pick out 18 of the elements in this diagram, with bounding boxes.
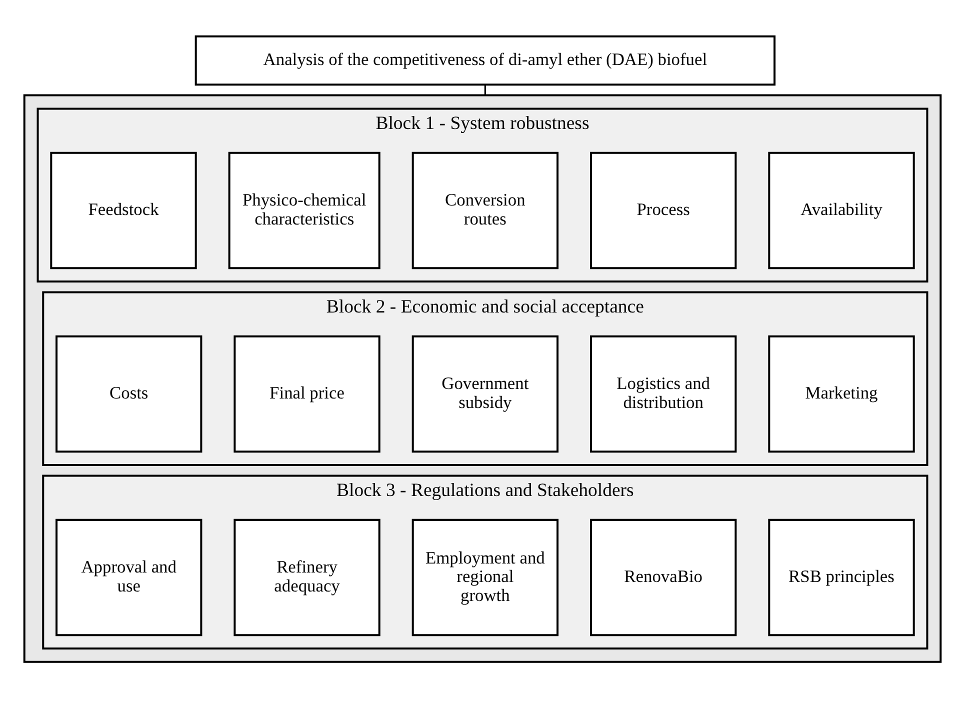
node-box: Logistics and distribution <box>590 335 737 453</box>
node-box: Approval and use <box>56 518 202 636</box>
node-box: Employment and regional growth <box>412 518 559 636</box>
node-box: Process <box>590 152 737 270</box>
node-box: Feedstock <box>50 152 197 270</box>
node-box: Costs <box>56 335 202 453</box>
node-box: RSB principles <box>768 518 915 636</box>
node-box: Conversion routes <box>412 152 559 270</box>
connector <box>484 84 486 96</box>
node-box: RenovaBio <box>590 518 737 636</box>
node-box: Physico-chemical characteristics <box>228 152 380 270</box>
cluster <box>23 94 942 663</box>
node-box: Final price <box>234 335 380 453</box>
node-box: Government subsidy <box>412 335 559 453</box>
node-box: Refinery adequacy <box>234 518 380 636</box>
node-box: Availability <box>768 152 915 270</box>
node-box: Analysis of the competitiveness of di-amyl ether (DAE) biofuel <box>194 35 776 86</box>
node-box: Marketing <box>768 335 915 453</box>
